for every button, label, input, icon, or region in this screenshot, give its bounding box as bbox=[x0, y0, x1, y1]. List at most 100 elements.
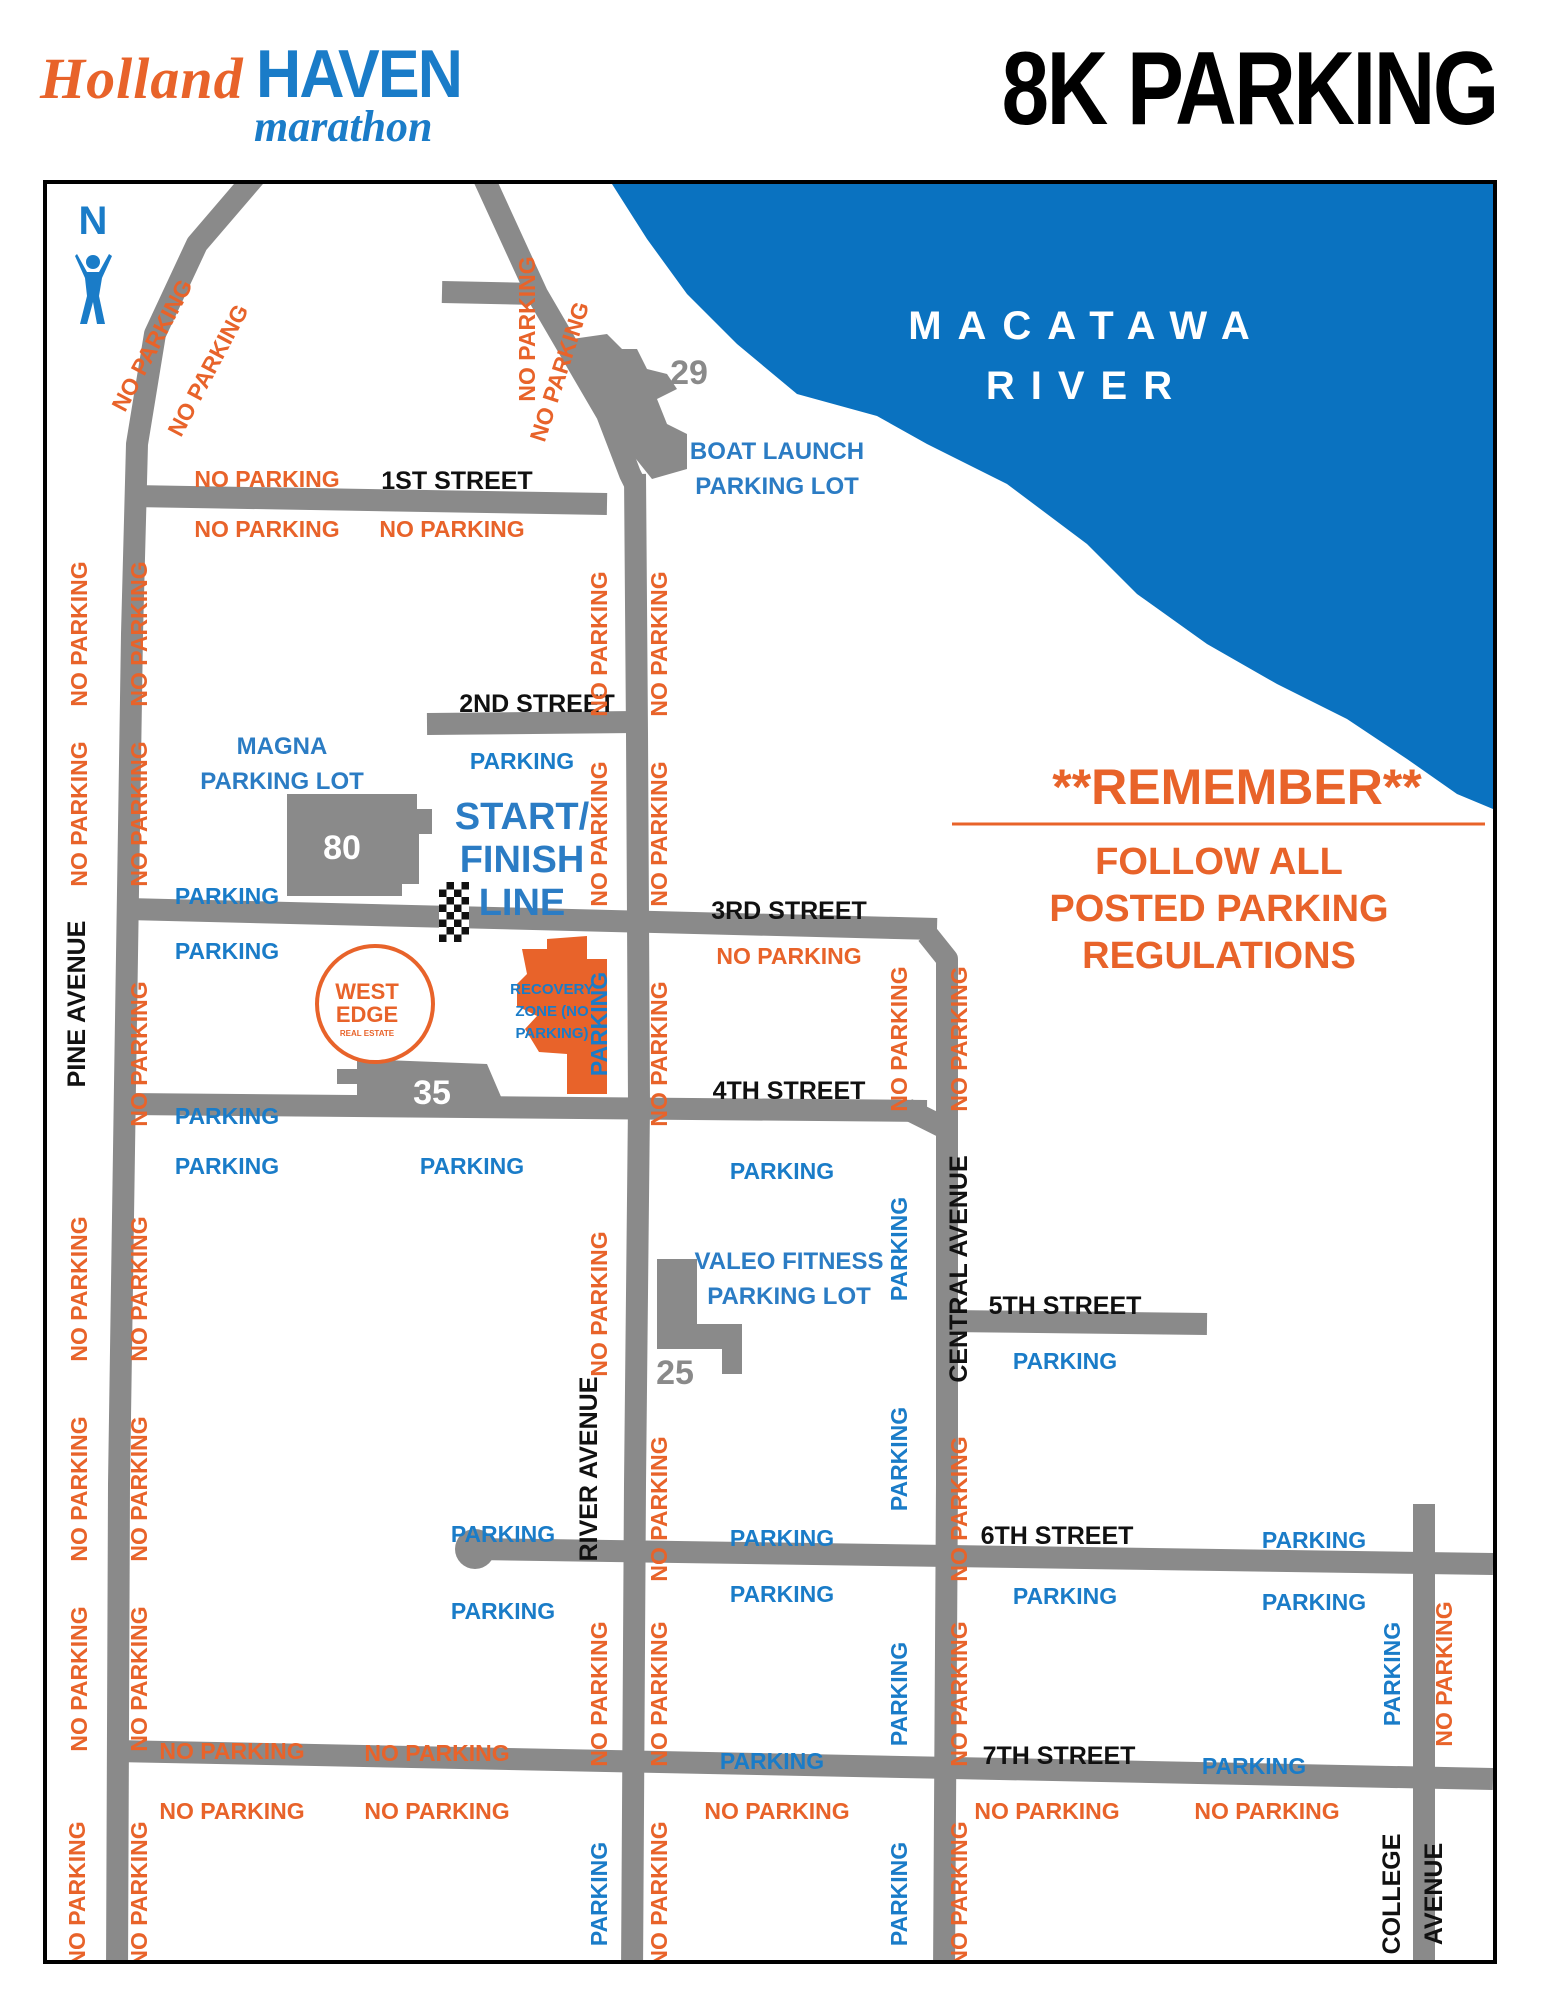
parking-label: PARKING bbox=[730, 1158, 834, 1184]
street-college: COLLEGE bbox=[1378, 1834, 1406, 1955]
no-parking-label: NO PARKING bbox=[379, 516, 524, 542]
no-parking-label: NO PARKING bbox=[66, 1216, 92, 1361]
no-parking-label: NO PARKING bbox=[364, 1798, 509, 1824]
no-parking-label: NO PARKING bbox=[974, 1798, 1119, 1824]
no-parking-label: NO PARKING bbox=[126, 1416, 152, 1561]
recovery-zone bbox=[517, 936, 607, 1094]
no-parking-label: NO PARKING bbox=[66, 1416, 92, 1561]
runner-icon bbox=[75, 254, 112, 324]
parking-label: PARKING bbox=[730, 1525, 834, 1551]
no-parking-label: NO PARKING bbox=[66, 561, 92, 706]
street-5th: 5TH STREET bbox=[989, 1292, 1142, 1320]
magna-number: 80 bbox=[323, 829, 361, 867]
lot-35-number: 35 bbox=[413, 1074, 451, 1112]
parking-label: PARKING bbox=[451, 1598, 555, 1624]
roads bbox=[106, 184, 1493, 1960]
parking-label: PARKING bbox=[586, 1842, 612, 1946]
no-parking-label: NO PARKING bbox=[64, 1821, 90, 1960]
start-finish-3: LINE bbox=[479, 882, 566, 924]
boat-launch-label-2: PARKING LOT bbox=[695, 473, 859, 500]
parking-label: PARKING bbox=[175, 1153, 279, 1179]
parking-map: WEST EDGE REAL ESTATE N MACATAWA RIVER 1… bbox=[63, 184, 1493, 1960]
parking-label: PARKING bbox=[175, 883, 279, 909]
recovery-text-1: RECOVERY bbox=[510, 981, 594, 998]
start-finish-1: START/ bbox=[455, 796, 590, 838]
no-parking-label: NO PARKING bbox=[1194, 1798, 1339, 1824]
street-central: CENTRAL AVENUE bbox=[945, 1155, 973, 1382]
valeo-label-1: VALEO FITNESS bbox=[695, 1248, 884, 1275]
no-parking-label: NO PARKING bbox=[646, 1436, 672, 1581]
no-parking-label: NO PARKING bbox=[194, 516, 339, 542]
street-7th: 7TH STREET bbox=[983, 1742, 1136, 1770]
finish-line-flag bbox=[439, 882, 469, 942]
parking-label: PARKING bbox=[451, 1521, 555, 1547]
parking-label: PARKING bbox=[1013, 1583, 1117, 1609]
river-name-2: RIVER bbox=[986, 364, 1188, 408]
no-parking-label: NO PARKING bbox=[946, 1436, 972, 1581]
no-parking-label: NO PARKING bbox=[946, 1821, 972, 1960]
west-edge-logo bbox=[315, 944, 435, 1064]
parking-labels: PARKING PARKING PARKING PARKING PARKING … bbox=[175, 748, 1405, 1946]
river-name-1: MACATAWA bbox=[908, 304, 1266, 348]
page-title: 8K PARKING bbox=[1001, 31, 1499, 147]
logo-marathon: marathon bbox=[254, 102, 433, 151]
no-parking-label: NO PARKING bbox=[1431, 1601, 1457, 1746]
parking-label: PARKING bbox=[1013, 1348, 1117, 1374]
logo: Holland HAVEN marathon bbox=[40, 35, 463, 151]
west-edge-text-3: REAL ESTATE bbox=[340, 1029, 395, 1038]
street-4th: 4TH STREET bbox=[713, 1077, 866, 1105]
no-parking-label: NO PARKING bbox=[704, 1798, 849, 1824]
street-2nd: 2ND STREET bbox=[459, 690, 615, 718]
recovery-text-3: PARKING) bbox=[515, 1025, 588, 1042]
parking-label: PARKING bbox=[1202, 1753, 1306, 1779]
parking-label: PARKING bbox=[720, 1748, 824, 1774]
no-parking-label: NO PARKING bbox=[364, 1740, 509, 1766]
no-parking-label: NO PARKING bbox=[194, 466, 339, 492]
valeo-lot bbox=[657, 1259, 742, 1374]
no-parking-label: NO PARKING bbox=[159, 1738, 304, 1764]
no-parking-label: NO PARKING bbox=[646, 1621, 672, 1766]
parking-label: PARKING bbox=[886, 1842, 912, 1946]
boat-launch-number: 29 bbox=[670, 354, 708, 392]
no-parking-label: NO PARKING bbox=[886, 966, 912, 1111]
no-parking-label: NO PARKING bbox=[646, 761, 672, 906]
street-1st: 1ST STREET bbox=[381, 467, 532, 495]
cul-de-sac bbox=[455, 1529, 495, 1569]
no-parking-label: NO PARKING bbox=[646, 1821, 672, 1960]
no-parking-label: NO PARKING bbox=[126, 1821, 152, 1960]
map-frame: WEST EDGE REAL ESTATE N MACATAWA RIVER 1… bbox=[43, 180, 1497, 1964]
start-finish-2: FINISH bbox=[460, 839, 585, 881]
street-6th: 6TH STREET bbox=[981, 1522, 1134, 1550]
magna-lot bbox=[287, 794, 432, 896]
remember-line-1: FOLLOW ALL bbox=[1095, 841, 1343, 883]
west-edge-text-1: WEST bbox=[335, 979, 399, 1004]
west-edge-text-2: EDGE bbox=[336, 1002, 398, 1027]
parking-label: PARKING bbox=[420, 1153, 524, 1179]
street-river: RIVER AVENUE bbox=[575, 1377, 603, 1562]
logo-haven: HAVEN bbox=[256, 36, 463, 112]
remember-title: **REMEMBER** bbox=[1052, 759, 1422, 815]
no-parking-label: NO PARKING bbox=[126, 981, 152, 1126]
no-parking-label: NO PARKING bbox=[586, 1621, 612, 1766]
no-parking-label: NO PARKING bbox=[66, 1606, 92, 1751]
no-parking-label: NO PARKING bbox=[646, 981, 672, 1126]
remember-line-3: REGULATIONS bbox=[1082, 935, 1356, 977]
no-parking-label: NO PARKING bbox=[159, 1798, 304, 1824]
no-parking-label: NO PARKING bbox=[514, 256, 540, 401]
no-parking-label: NO PARKING bbox=[126, 561, 152, 706]
parking-label: PARKING bbox=[175, 938, 279, 964]
no-parking-label: NO PARKING bbox=[946, 966, 972, 1111]
parking-label: PARKING bbox=[886, 1407, 912, 1511]
logo-holland: Holland bbox=[40, 46, 244, 111]
parking-label: PARKING bbox=[1262, 1589, 1366, 1615]
parking-label: PARKING bbox=[586, 972, 612, 1076]
no-parking-label: NO PARKING bbox=[586, 761, 612, 906]
no-parking-label: NO PARKING bbox=[716, 943, 861, 969]
no-parking-label: NO PARKING bbox=[946, 1621, 972, 1766]
street-college-avenue: AVENUE bbox=[1420, 1843, 1448, 1945]
no-parking-label: NO PARKING bbox=[586, 571, 612, 716]
remember-line-2: POSTED PARKING bbox=[1049, 888, 1388, 930]
boat-launch-label-1: BOAT LAUNCH bbox=[690, 438, 864, 465]
lot-35 bbox=[337, 1059, 502, 1099]
parking-label: PARKING bbox=[886, 1642, 912, 1746]
